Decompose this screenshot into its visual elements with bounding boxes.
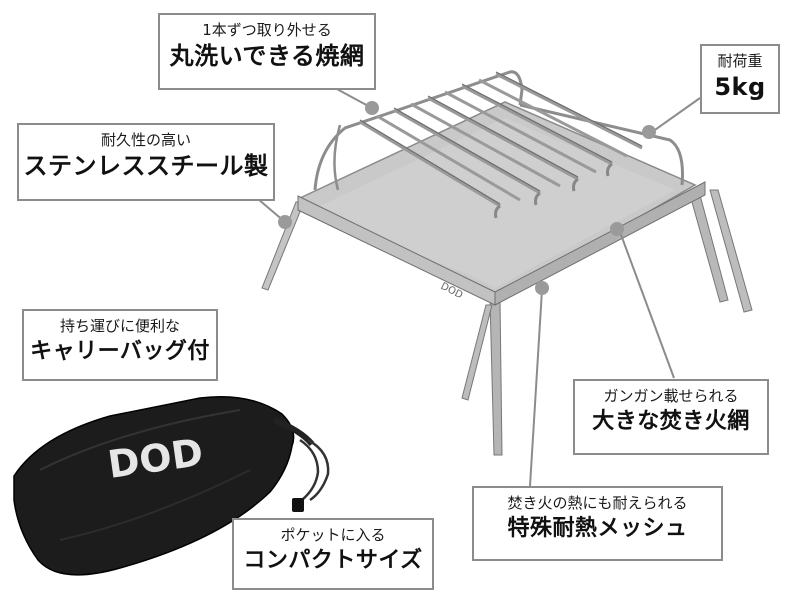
callout-main: キャリーバッグ付 [30, 339, 210, 365]
callout-sub: ポケットに入る [280, 526, 386, 544]
frame-rail-right [494, 181, 706, 306]
grate-rods [359, 72, 643, 208]
callout-main: 特殊耐熱メッシュ [507, 516, 688, 542]
pointer-dot-frame [278, 215, 292, 229]
callout-carry-bag: 持ち運びに便利な キャリーバッグ付 [22, 309, 218, 381]
leader-lines [257, 87, 701, 487]
grill-leg-back-left [261, 201, 305, 291]
pointer-dot-load [642, 125, 656, 139]
grate-frame-rod-left [313, 70, 524, 191]
bag-drawstring [298, 438, 320, 509]
callout-heat-mesh: 焚き火の熱にも耐えられる 特殊耐熱メッシュ [472, 486, 723, 561]
callout-main: 大きな焚き火網 [592, 409, 750, 435]
callout-sub: 耐荷重 [717, 52, 763, 70]
grill-stand: DOD [261, 70, 753, 456]
grill-leg-front-inner [461, 304, 493, 401]
callout-sub: 持ち運びに便利な [59, 317, 180, 335]
callout-sub: 耐久性の高い [100, 131, 191, 149]
grill-leg-back-right [709, 189, 753, 313]
callout-main: ステンレススチール製 [23, 152, 269, 181]
callout-sub: 焚き火の熱にも耐えられる [507, 494, 688, 512]
callout-stainless-steel: 耐久性の高い ステンレススチール製 [17, 123, 275, 201]
callout-main: 5kg [714, 73, 766, 102]
callout-sub: 1本ずつ取り外せる [202, 21, 332, 39]
grill-leg-front [489, 299, 503, 456]
bag-cord-lock [292, 498, 304, 512]
pointer-dot-net [610, 222, 624, 236]
callout-removable-grate: 1本ずつ取り外せる 丸洗いできる焼網 [158, 13, 376, 90]
callout-fire-net: ガンガン載せられる 大きな焚き火網 [573, 379, 769, 455]
pointer-dot-grate [365, 101, 379, 115]
pointer-dot-mesh [535, 281, 549, 295]
grate-frame-rod-right [519, 103, 684, 186]
callout-load-capacity: 耐荷重 5kg [700, 44, 780, 114]
callout-sub: ガンガン載せられる [603, 387, 739, 405]
carry-bag: DOD [13, 395, 330, 576]
callout-main: コンパクトサイズ [243, 548, 423, 574]
callout-compact-size: ポケットに入る コンパクトサイズ [232, 518, 434, 590]
callout-main: 丸洗いできる焼網 [169, 42, 365, 71]
